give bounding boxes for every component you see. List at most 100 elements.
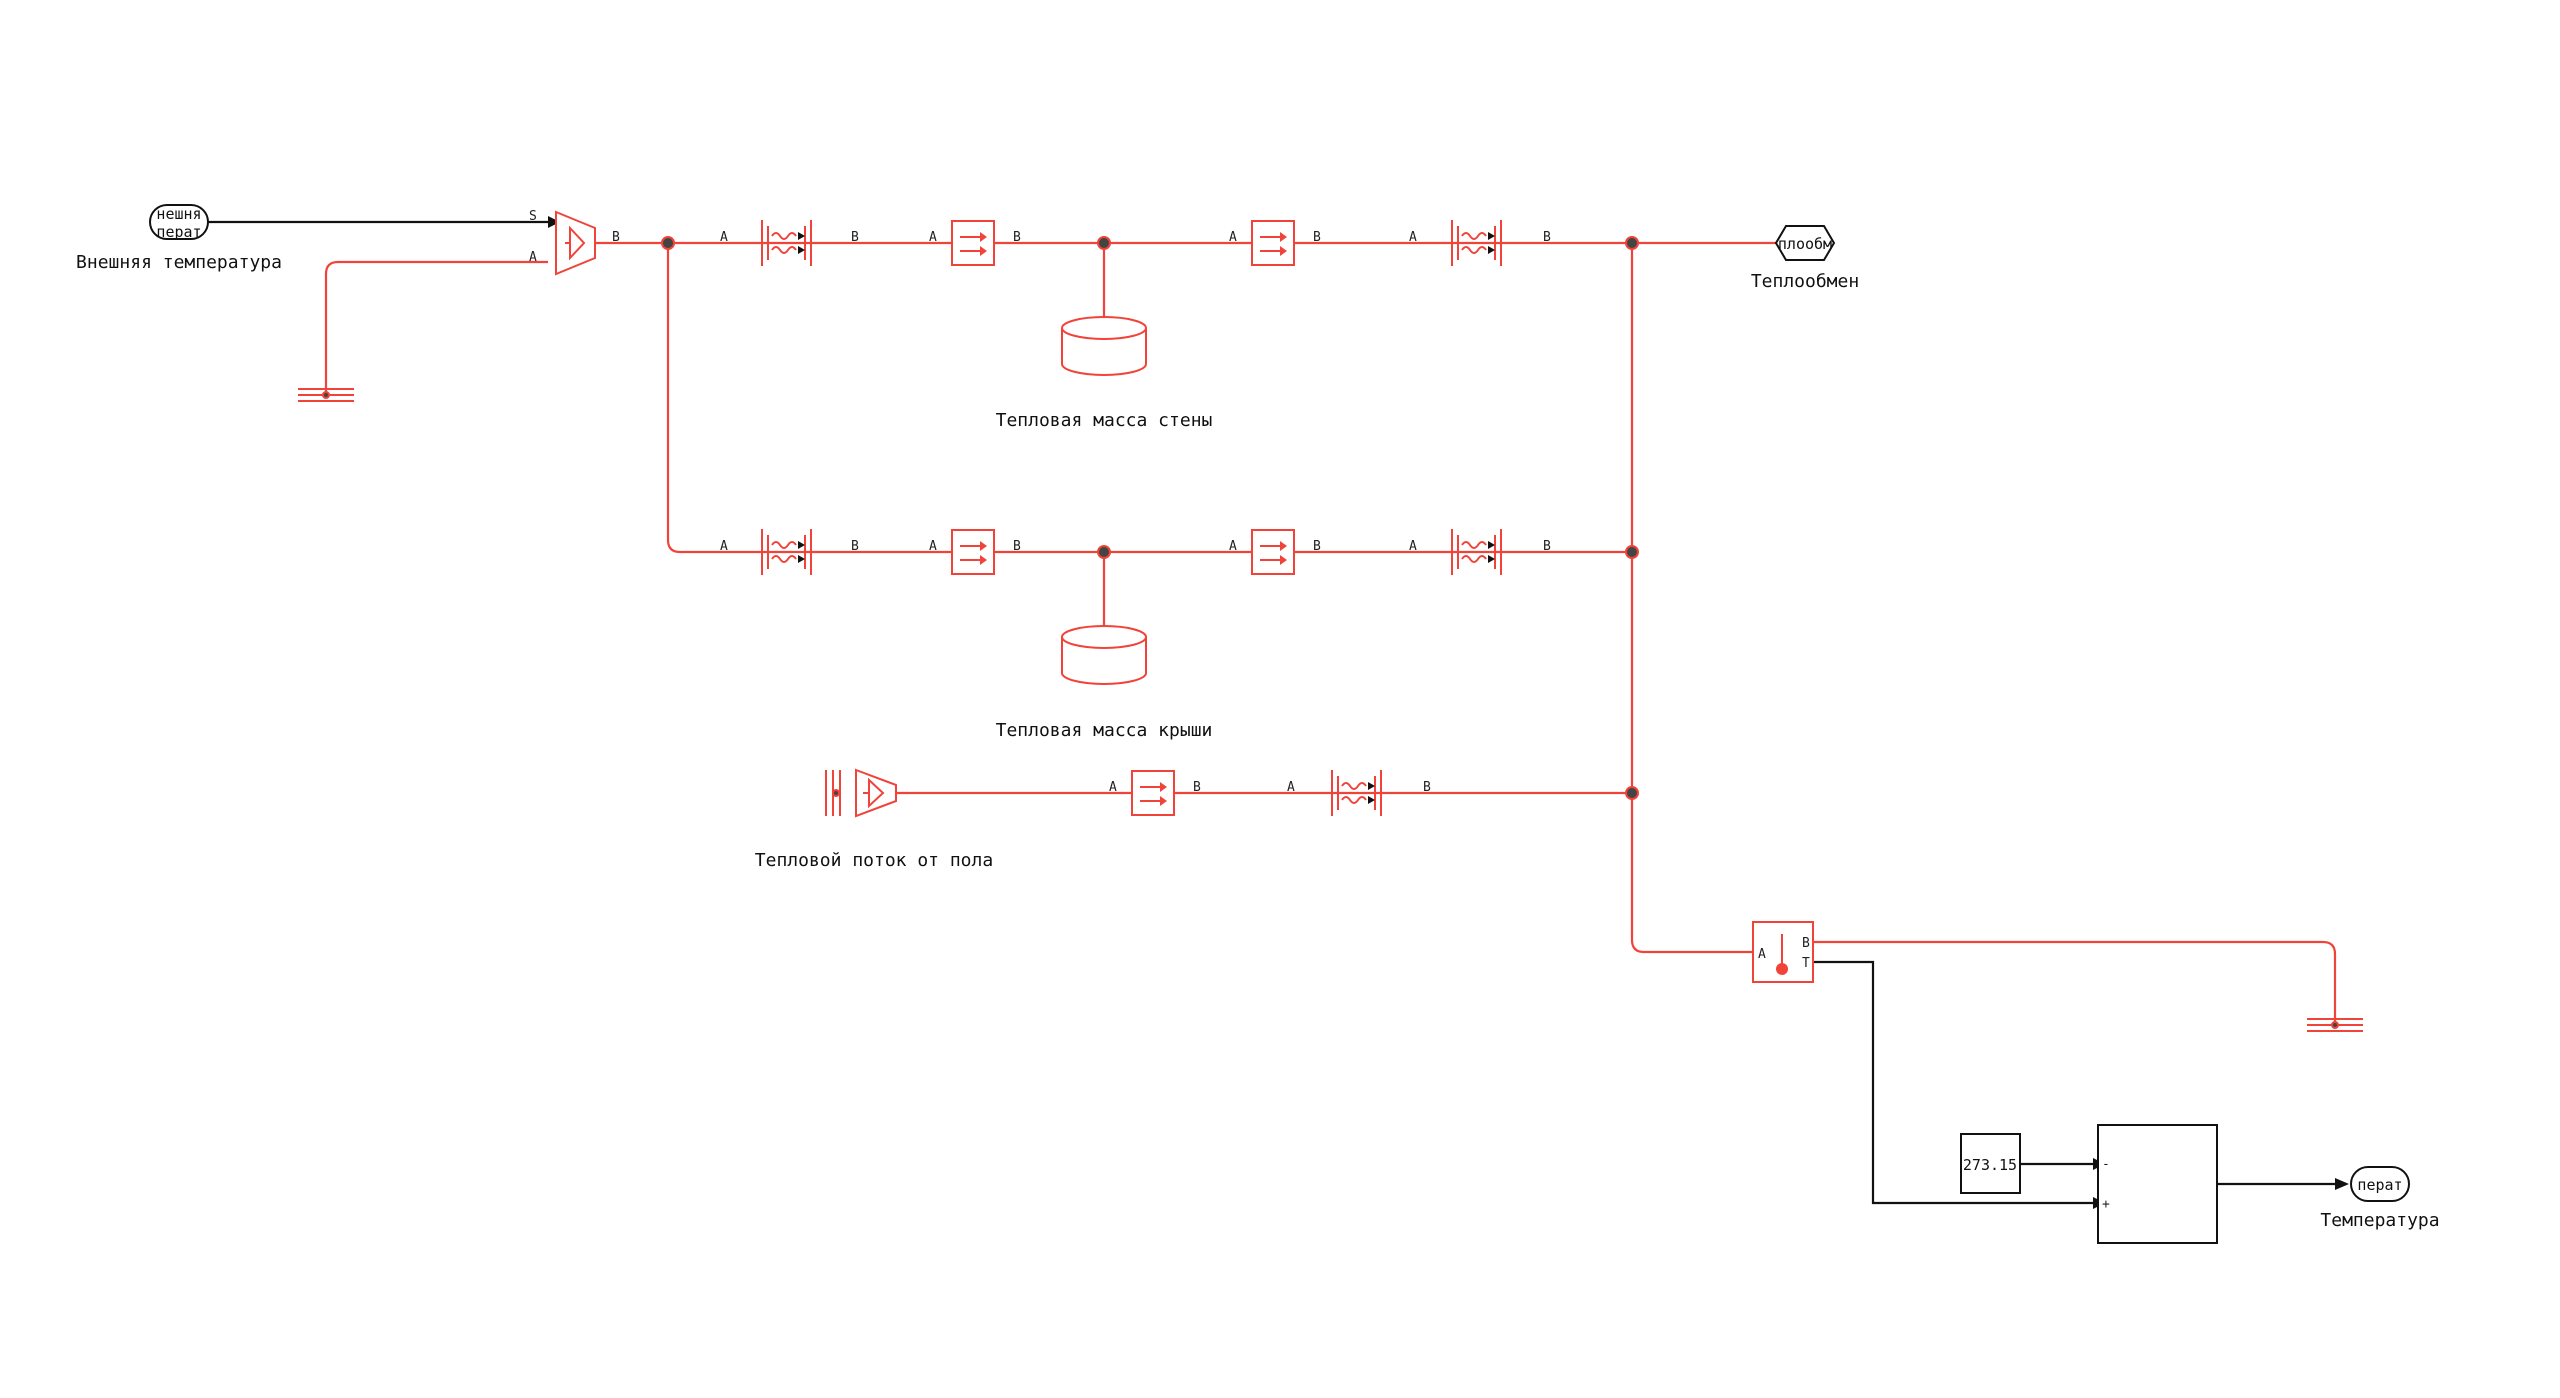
conductive-body: [1251, 220, 1295, 266]
port-a: A: [1758, 947, 1766, 962]
source-node: [832, 789, 840, 797]
convective-block-floor[interactable]: [1331, 770, 1382, 816]
port-a: A: [929, 539, 937, 554]
arrow-icon: [798, 541, 805, 563]
convective-block-roof-2[interactable]: [1451, 529, 1502, 575]
ext-temp-inport[interactable]: нешня перат: [149, 204, 209, 241]
wave-icon: [771, 541, 797, 563]
thermal-reference-right[interactable]: [2307, 1018, 2363, 1032]
mass-cylinder: [1061, 637, 1147, 685]
port-a: A: [1229, 230, 1237, 245]
temperature-outport[interactable]: перат: [2350, 1166, 2410, 1202]
port-b: B: [851, 539, 859, 554]
sensor-t-signal-wire[interactable]: [1813, 960, 2093, 1205]
convective-walls: [1451, 529, 1502, 575]
junction-node: [661, 236, 675, 250]
port-a: A: [720, 539, 728, 554]
roof-path-wire[interactable]: [666, 243, 1632, 554]
port-s: S: [529, 209, 537, 224]
port-plus: +: [2102, 1197, 2110, 1212]
port-b: B: [1423, 780, 1431, 795]
ground-wire-left[interactable]: [324, 260, 548, 395]
source-icon: [863, 777, 885, 809]
arrow-icon: [1280, 541, 1287, 565]
ground-node: [2331, 1021, 2339, 1029]
arrow-icon: [1368, 782, 1375, 804]
junction-node: [1097, 545, 1111, 559]
temperature-tag: перат: [2357, 1176, 2402, 1194]
ext-temp-label: Внешняя температура: [76, 252, 282, 273]
branch-port-labels: A B A B A B A B A B A B A B A B A B A B: [720, 230, 1551, 795]
convective-walls: [1451, 220, 1502, 266]
port-a: A: [1109, 780, 1117, 795]
thermal-reference-left[interactable]: [298, 388, 354, 402]
port-a: A: [529, 250, 537, 265]
wall-mass-label: Тепловая масса стены: [996, 410, 1213, 431]
thermal-mass-roof[interactable]: [1061, 625, 1147, 685]
connection-port-shape: [1774, 225, 1836, 261]
port-a: A: [929, 230, 937, 245]
conductive-block-floor[interactable]: [1131, 770, 1175, 816]
temperature-sensor-block[interactable]: A B T: [1752, 921, 1814, 983]
wave-icon: [1461, 541, 1487, 563]
port-minus: -: [2102, 1157, 2110, 1172]
convective-walls: [761, 220, 812, 266]
arrow-icon: [1488, 541, 1495, 563]
port-b: B: [1313, 230, 1321, 245]
port-b: B: [1543, 539, 1551, 554]
outport-shape: [2350, 1166, 2410, 1202]
wave-icon: [771, 232, 797, 254]
convective-block-roof-1[interactable]: [761, 529, 812, 575]
port-b: B: [1802, 936, 1810, 951]
heat-flow-source-block[interactable]: [825, 768, 897, 818]
junction-node: [1625, 236, 1639, 250]
conductive-block-wall-2[interactable]: [1251, 220, 1295, 266]
constant-value: 273.15: [1963, 1156, 2017, 1174]
ground-wire-right[interactable]: [1813, 940, 2337, 1025]
heat-exchange-port[interactable]: плообм: [1774, 225, 1836, 261]
port-b: B: [1013, 539, 1021, 554]
inport-shape: [149, 204, 209, 240]
convective-block-wall-1[interactable]: [761, 220, 812, 266]
port-t: T: [1802, 956, 1810, 971]
port-a: A: [1229, 539, 1237, 554]
thermal-mass-wall[interactable]: [1061, 316, 1147, 376]
convective-walls: [761, 529, 812, 575]
sum-block[interactable]: - +: [2097, 1124, 2218, 1244]
port-a: A: [1409, 230, 1417, 245]
floor-flow-label: Тепловой поток от пола: [755, 850, 993, 871]
mass-top: [1061, 625, 1147, 649]
junction-nodes: [661, 236, 1639, 800]
port-b: B: [1543, 230, 1551, 245]
port-a: A: [720, 230, 728, 245]
ground-node: [322, 391, 330, 399]
controlled-temp-source-block[interactable]: S A B: [529, 209, 620, 276]
arrow-icon: [1488, 232, 1495, 254]
signal-wires: [208, 216, 2349, 1209]
mass-top: [1061, 316, 1147, 340]
conductive-block-wall-1[interactable]: [951, 220, 995, 266]
port-b: B: [851, 230, 859, 245]
port-a: A: [1287, 780, 1295, 795]
conductive-block-roof-1[interactable]: [951, 529, 995, 575]
conductive-body: [1251, 529, 1295, 575]
junction-node: [1625, 545, 1639, 559]
constant-block[interactable]: 273.15: [1960, 1133, 2021, 1194]
arrowhead: [548, 216, 560, 228]
roof-mass-label: Тепловая масса крыши: [996, 720, 1213, 741]
conductive-block-roof-2[interactable]: [1251, 529, 1295, 575]
ext-temp-tag-line1: нешня: [156, 205, 201, 223]
thermal-wires: [324, 241, 2337, 1025]
arrow-icon: [980, 232, 987, 256]
port-b: B: [1013, 230, 1021, 245]
main-node-wire[interactable]: [1630, 243, 1753, 954]
source-body: [555, 210, 596, 276]
junction-node: [1625, 786, 1639, 800]
conductive-body: [951, 529, 995, 575]
conductive-body: [1131, 770, 1175, 816]
convective-block-wall-2[interactable]: [1451, 220, 1502, 266]
arrow-icon: [1160, 782, 1167, 806]
ext-temp-tag-line2: перат: [156, 223, 201, 241]
mass-cylinder: [1061, 328, 1147, 376]
